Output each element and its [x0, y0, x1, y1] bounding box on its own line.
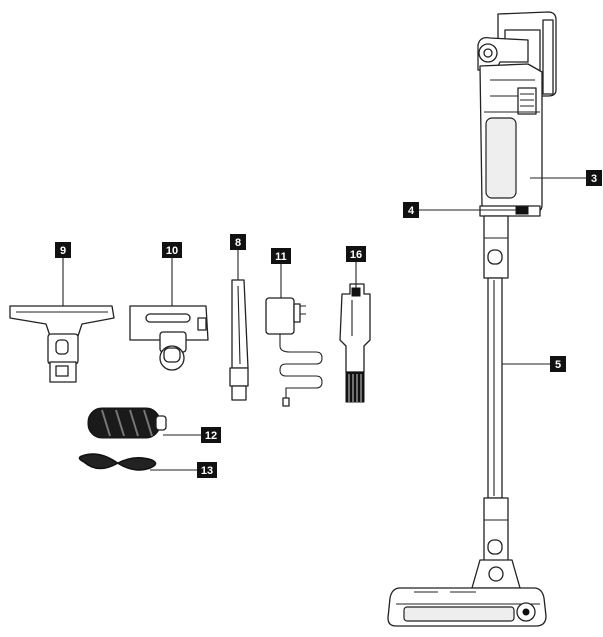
tag-11: 11	[271, 248, 291, 264]
leader-lines	[62, 177, 586, 471]
tag-12: 12	[201, 427, 221, 443]
tag-4-text: 4	[408, 205, 415, 217]
dusting-brush-tool	[339, 283, 371, 403]
tag-13: 13	[197, 462, 217, 478]
tag-5-text: 5	[555, 359, 561, 371]
crevice-tool	[229, 279, 249, 401]
charger-adapter	[265, 297, 323, 407]
tag-13-text: 13	[201, 465, 213, 477]
roller-brush	[87, 407, 167, 439]
tag-16: 16	[346, 246, 366, 262]
drive-belt	[78, 453, 157, 471]
tag-12-text: 12	[205, 430, 217, 442]
tag-8: 8	[230, 234, 246, 250]
tag-10-text: 10	[166, 245, 178, 257]
stick-vacuum	[387, 11, 557, 627]
tag-10: 10	[162, 242, 182, 258]
small-floor-tool	[129, 305, 209, 371]
tag-9: 9	[55, 242, 71, 258]
tag-8-text: 8	[235, 237, 241, 249]
tag-4: 4	[403, 202, 419, 218]
tag-11-text: 11	[275, 251, 287, 263]
tag-9-text: 9	[60, 245, 66, 257]
wide-floor-tool	[9, 305, 115, 383]
tag-3-text: 3	[591, 173, 597, 185]
tag-5: 5	[550, 356, 566, 372]
tag-16-text: 16	[350, 249, 362, 261]
tag-3: 3	[586, 170, 602, 186]
